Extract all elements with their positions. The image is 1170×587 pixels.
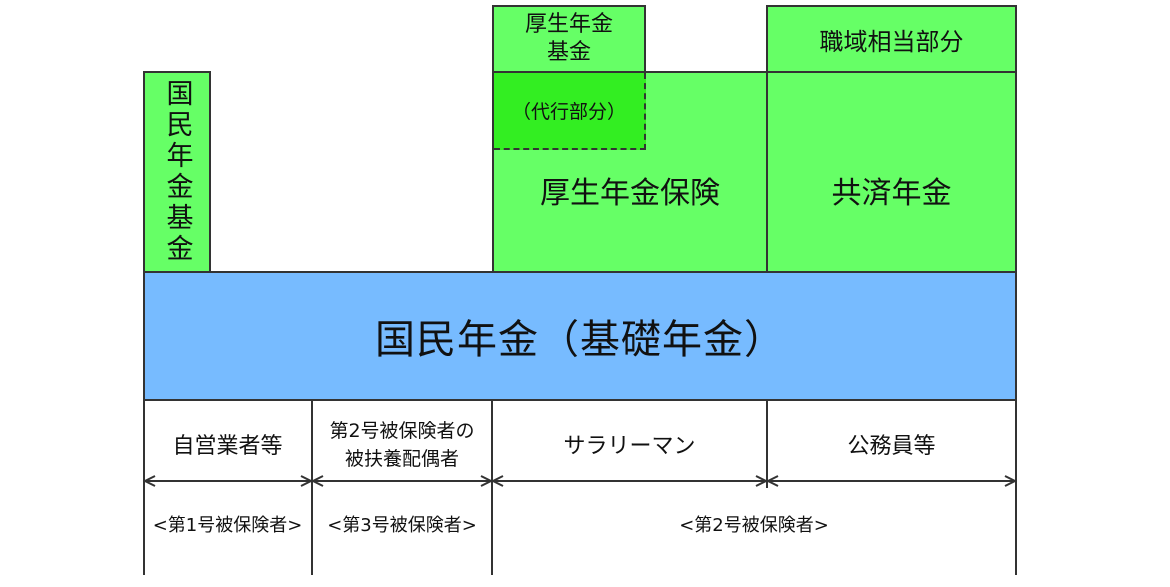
range-arrow-group-4 (765, 475, 1018, 487)
range-arrow-group-3 (490, 475, 769, 487)
employee-pension-fund-label-line-2: 基金 (546, 40, 591, 65)
employee-pension-fund-label-line-1: 厚生年金 (524, 12, 613, 37)
arrow-head-right (480, 475, 494, 487)
occupational-portion-box: 職域相当部分 (766, 5, 1017, 73)
basic-pension-band: 国民年金（基礎年金） (143, 271, 1017, 401)
mutual-aid-pension-label: 共済年金 (831, 176, 952, 211)
insured-category-1: <第1号被保険者> (143, 510, 312, 538)
arrow-head-right (1004, 475, 1018, 487)
group-dependent-spouse: 第2号被保険者の 被扶養配偶者 (312, 416, 492, 474)
group-public-servant-label: 公務員等 (847, 434, 936, 459)
arrow-head-left (142, 475, 156, 487)
arrow-head-left (490, 475, 504, 487)
employee-pension-insurance-box: （代行部分） 厚生年金保険 (492, 71, 768, 273)
arrow-head-left (310, 475, 324, 487)
insured-category-1-label: <第1号被保険者> (152, 515, 303, 536)
employee-pension-fund-box: 厚生年金 基金 (492, 5, 646, 73)
insured-category-3: <第3号被保険者> (312, 510, 492, 538)
group-self-employed-label: 自営業者等 (172, 434, 283, 459)
substitute-portion-label: （代行部分） (511, 101, 626, 123)
arrow-head-left (765, 475, 779, 487)
employee-pension-insurance-label: 厚生年金保険 (540, 176, 720, 211)
substitute-portion-box: （代行部分） (494, 73, 646, 150)
occupational-portion-label: 職域相当部分 (819, 27, 964, 56)
basic-pension-label: 国民年金（基礎年金） (375, 317, 785, 363)
national-pension-fund-box: 国民年金基金 (143, 71, 211, 273)
arrow-head-right (300, 475, 314, 487)
group-self-employed: 自営業者等 (143, 427, 312, 461)
range-arrow-group-1 (142, 475, 314, 487)
range-arrow-group-2 (310, 475, 494, 487)
group-salaried-worker-label: サラリーマン (563, 434, 696, 459)
group-public-servant: 公務員等 (767, 427, 1016, 461)
insured-category-2: <第2号被保険者> (492, 510, 1016, 538)
arrow-head-right (755, 475, 769, 487)
mutual-aid-pension-box: 共済年金 (766, 71, 1017, 273)
group-salaried-worker: サラリーマン (492, 427, 767, 461)
insured-category-3-label: <第3号被保険者> (327, 515, 477, 536)
group-dependent-spouse-label-line-2: 被扶養配偶者 (344, 448, 459, 470)
national-pension-fund-label: 国民年金基金 (161, 79, 193, 265)
insured-category-2-label: <第2号被保険者> (679, 515, 829, 536)
group-dependent-spouse-label-line-1: 第2号被保険者の (329, 420, 475, 442)
